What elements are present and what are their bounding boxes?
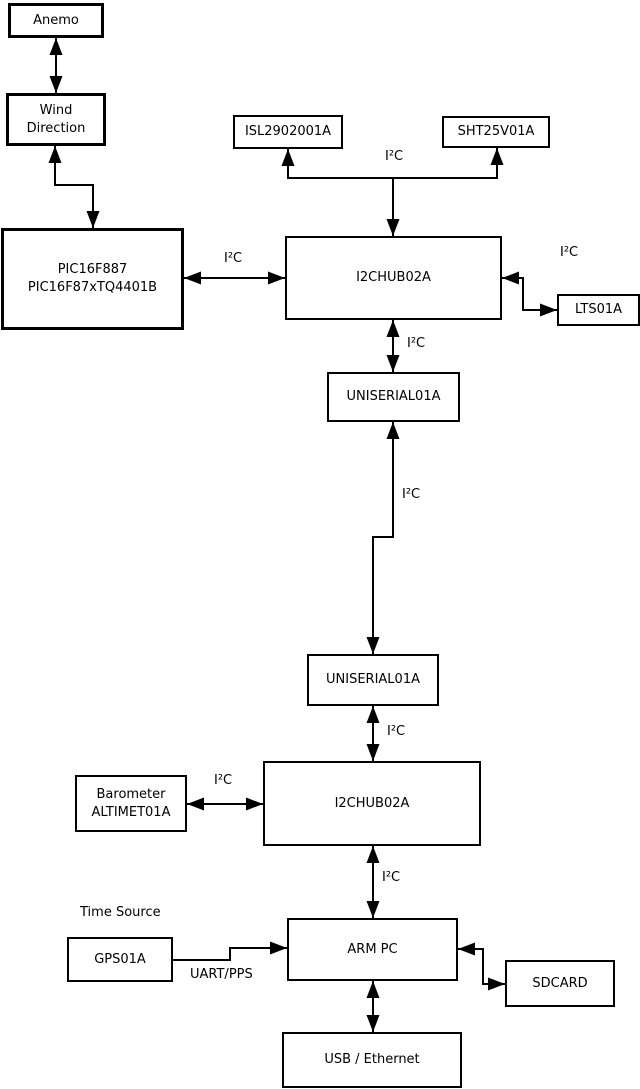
node-arm-pc: ARM PC [287, 918, 458, 981]
node-isl2902001a: ISL2902001A [233, 115, 343, 149]
node-gps01a: GPS01A [67, 937, 173, 982]
node-uniserial-1-label: UNISERIAL01A [346, 389, 441, 405]
node-usb-ethernet: USB / Ethernet [282, 1032, 462, 1088]
edge-gps-armpc [173, 941, 287, 961]
node-barometer: Barometer ALTIMET01A [75, 775, 187, 832]
edge-armpc-sdcard [458, 942, 505, 991]
label-i2c-barometer-hub2: I²C [214, 773, 233, 788]
label-i2c-hub1-lts: I²C [560, 245, 579, 260]
node-i2c-hub-2-label: I2CHUB02A [334, 795, 410, 811]
node-wind-direction-label: Wind Direction [26, 102, 86, 136]
node-i2c-hub-1: I2CHUB02A [285, 236, 502, 320]
node-pic-label: PIC16F887 PIC16F87xTQ4401B [27, 262, 158, 295]
node-barometer-label: Barometer ALTIMET01A [91, 786, 171, 820]
label-uart-pps: UART/PPS [190, 967, 253, 982]
node-i2c-hub-2: I2CHUB02A [263, 761, 481, 846]
edge-uniserial1-uniserial2 [366, 422, 400, 654]
edge-hub1-lts [502, 271, 557, 317]
label-i2c-hub1-uniserial1: I²C [407, 336, 426, 351]
node-anemo: Anemo [8, 3, 104, 38]
label-time-source: Time Source [80, 905, 161, 920]
node-sht25v01a-label: SHT25V01A [457, 124, 535, 140]
node-usb-ethernet-label: USB / Ethernet [324, 1052, 420, 1068]
node-anemo-label: Anemo [33, 12, 79, 28]
node-sdcard: SDCARD [505, 960, 615, 1007]
label-i2c-sensor-bus: I²C [385, 149, 404, 164]
node-sht25v01a: SHT25V01A [442, 116, 550, 148]
node-isl2902001a-label: ISL2902001A [244, 124, 332, 140]
node-lts01a: LTS01A [557, 294, 640, 326]
node-sdcard-label: SDCARD [532, 975, 588, 991]
node-pic: PIC16F887 PIC16F87xTQ4401B [1, 228, 184, 330]
node-gps01a-label: GPS01A [94, 951, 146, 967]
node-uniserial-2: UNISERIAL01A [307, 654, 439, 706]
node-i2c-hub-1-label: I2CHUB02A [356, 270, 431, 286]
label-i2c-uniserial-link: I²C [402, 487, 421, 502]
node-arm-pc-label: ARM PC [347, 941, 398, 957]
node-wind-direction: Wind Direction [6, 93, 106, 146]
node-uniserial-1: UNISERIAL01A [327, 372, 460, 422]
node-uniserial-2-label: UNISERIAL01A [326, 672, 420, 688]
label-i2c-pic-hub1: I²C [224, 251, 243, 266]
edge-wind-pic [48, 146, 100, 228]
node-lts01a-label: LTS01A [574, 302, 623, 318]
label-i2c-hub2-armpc: I²C [382, 870, 401, 885]
label-i2c-uniserial2-hub2: I²C [387, 724, 406, 739]
